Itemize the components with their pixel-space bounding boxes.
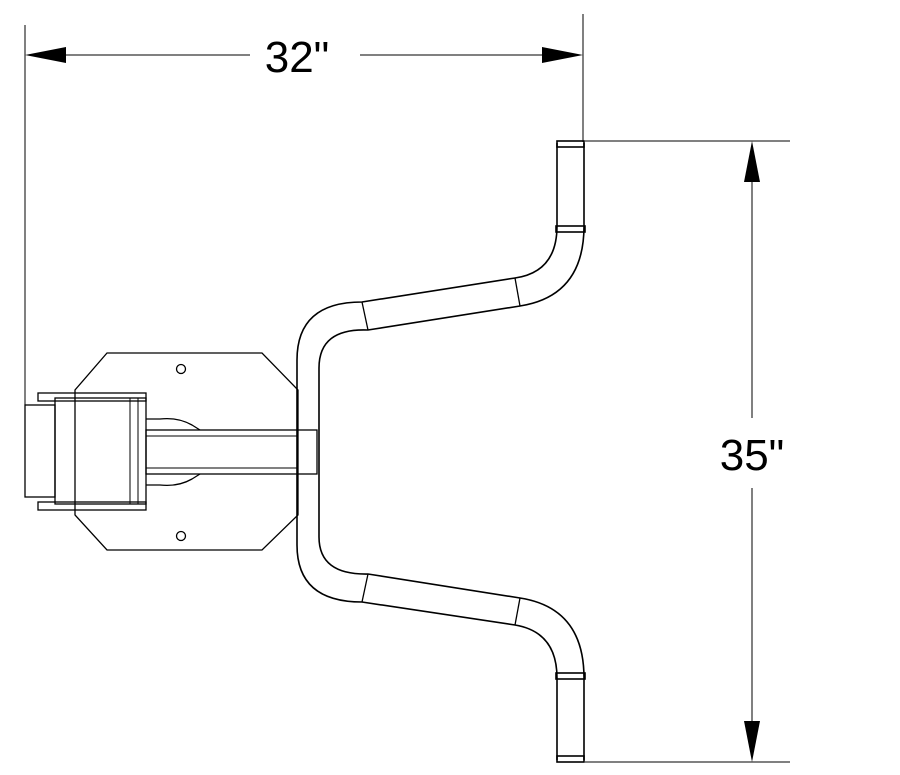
arm-curve-top	[146, 417, 201, 431]
bottom-arrowhead	[744, 721, 760, 762]
arm-curve-bottom	[146, 473, 201, 487]
width-label: 32"	[265, 33, 330, 82]
pipe-joint	[361, 573, 369, 603]
handlebar-lower-inner	[318, 452, 585, 760]
height-dimension: 35"	[585, 140, 790, 763]
receiver-bracket	[24, 392, 147, 511]
grip-ring-top	[555, 225, 586, 233]
back-block	[24, 404, 56, 498]
width-dimension: 32"	[24, 14, 584, 497]
bottom-flange	[37, 501, 147, 511]
top-flange	[37, 392, 147, 402]
mounting-hole-top	[175, 363, 187, 375]
height-label: 35"	[720, 431, 785, 480]
grip-cap-bottom	[556, 755, 585, 763]
left-arrowhead	[25, 47, 66, 63]
pipe-joint	[361, 301, 369, 331]
top-arrowhead	[744, 141, 760, 182]
grip-ring-bottom	[555, 672, 586, 680]
grip-cap-top	[556, 140, 585, 148]
plate-outline	[74, 352, 299, 551]
handlebar-upper-inner	[318, 143, 585, 452]
mount-plate	[74, 352, 299, 551]
pipe-joint	[514, 597, 521, 626]
arm-bar	[145, 429, 318, 475]
right-arrowhead	[542, 47, 583, 63]
handlebar-upper	[296, 140, 586, 452]
arm	[145, 417, 318, 487]
mounting-hole-bottom	[175, 530, 187, 542]
bracket-body	[54, 397, 147, 505]
handlebar-lower	[296, 452, 586, 763]
pipe-joint	[514, 277, 521, 307]
